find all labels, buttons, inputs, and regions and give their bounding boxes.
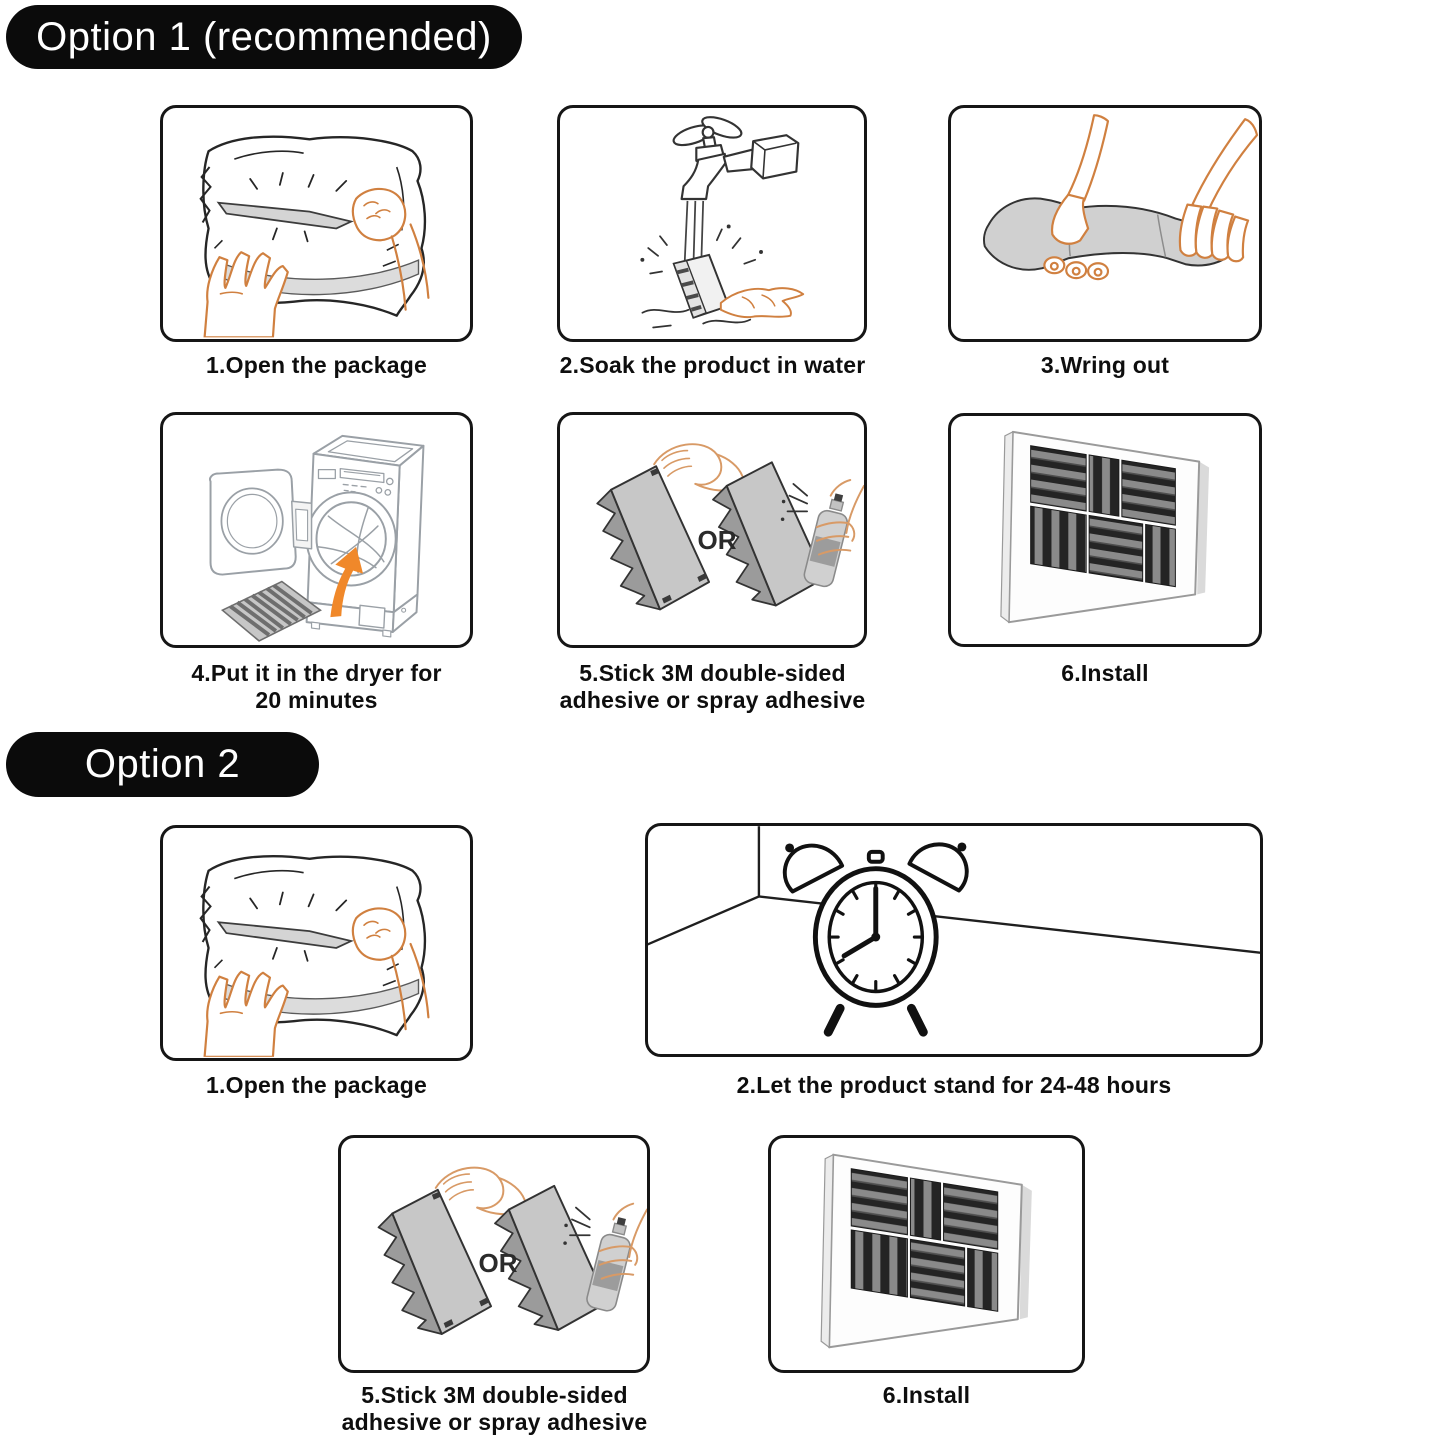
- wring-out-icon: [951, 108, 1259, 339]
- step-caption: 5.Stick 3M double-sided adhesive or spra…: [341, 1382, 648, 1435]
- open-package-icon: [163, 828, 470, 1058]
- step-caption: 6.Install: [1061, 660, 1149, 686]
- alarm-clock-icon: [648, 826, 1260, 1054]
- or-label: OR: [697, 525, 737, 555]
- step-caption: 3.Wring out: [1040, 352, 1170, 378]
- install-panels-icon: [771, 1138, 1082, 1370]
- dryer-icon: [163, 415, 470, 645]
- step-open-package-illustration: [160, 105, 473, 342]
- step-caption: 2.Soak the product in water: [559, 352, 866, 378]
- step-caption: 2.Let the product stand for 24-48 hours: [736, 1072, 1172, 1098]
- step-wring-illustration: [948, 105, 1262, 342]
- step-dryer-illustration: [160, 412, 473, 648]
- step-install-illustration: [948, 413, 1262, 647]
- step-caption: 1.Open the package: [206, 1072, 427, 1098]
- step-open-package-illustration: [160, 825, 473, 1061]
- step-install-illustration: [768, 1135, 1085, 1373]
- faucet-soak-icon: [560, 108, 864, 339]
- step-caption: 4.Put it in the dryer for 20 minutes: [191, 660, 442, 713]
- step-stand-illustration: [645, 823, 1263, 1057]
- step-caption: 5.Stick 3M double-sided adhesive or spra…: [559, 660, 866, 713]
- step-caption: 1.Open the package: [206, 352, 427, 378]
- open-package-icon: [163, 108, 470, 339]
- step-caption: 6.Install: [882, 1382, 971, 1408]
- install-panels-icon: [951, 416, 1259, 644]
- step-adhesive-illustration: OR: [557, 412, 867, 648]
- step-adhesive-illustration: OR: [338, 1135, 650, 1373]
- option1-badge: Option 1 (recommended): [6, 5, 522, 69]
- step-soak-illustration: [557, 105, 867, 342]
- option2-badge: Option 2: [6, 732, 319, 797]
- or-label: OR: [478, 1248, 518, 1278]
